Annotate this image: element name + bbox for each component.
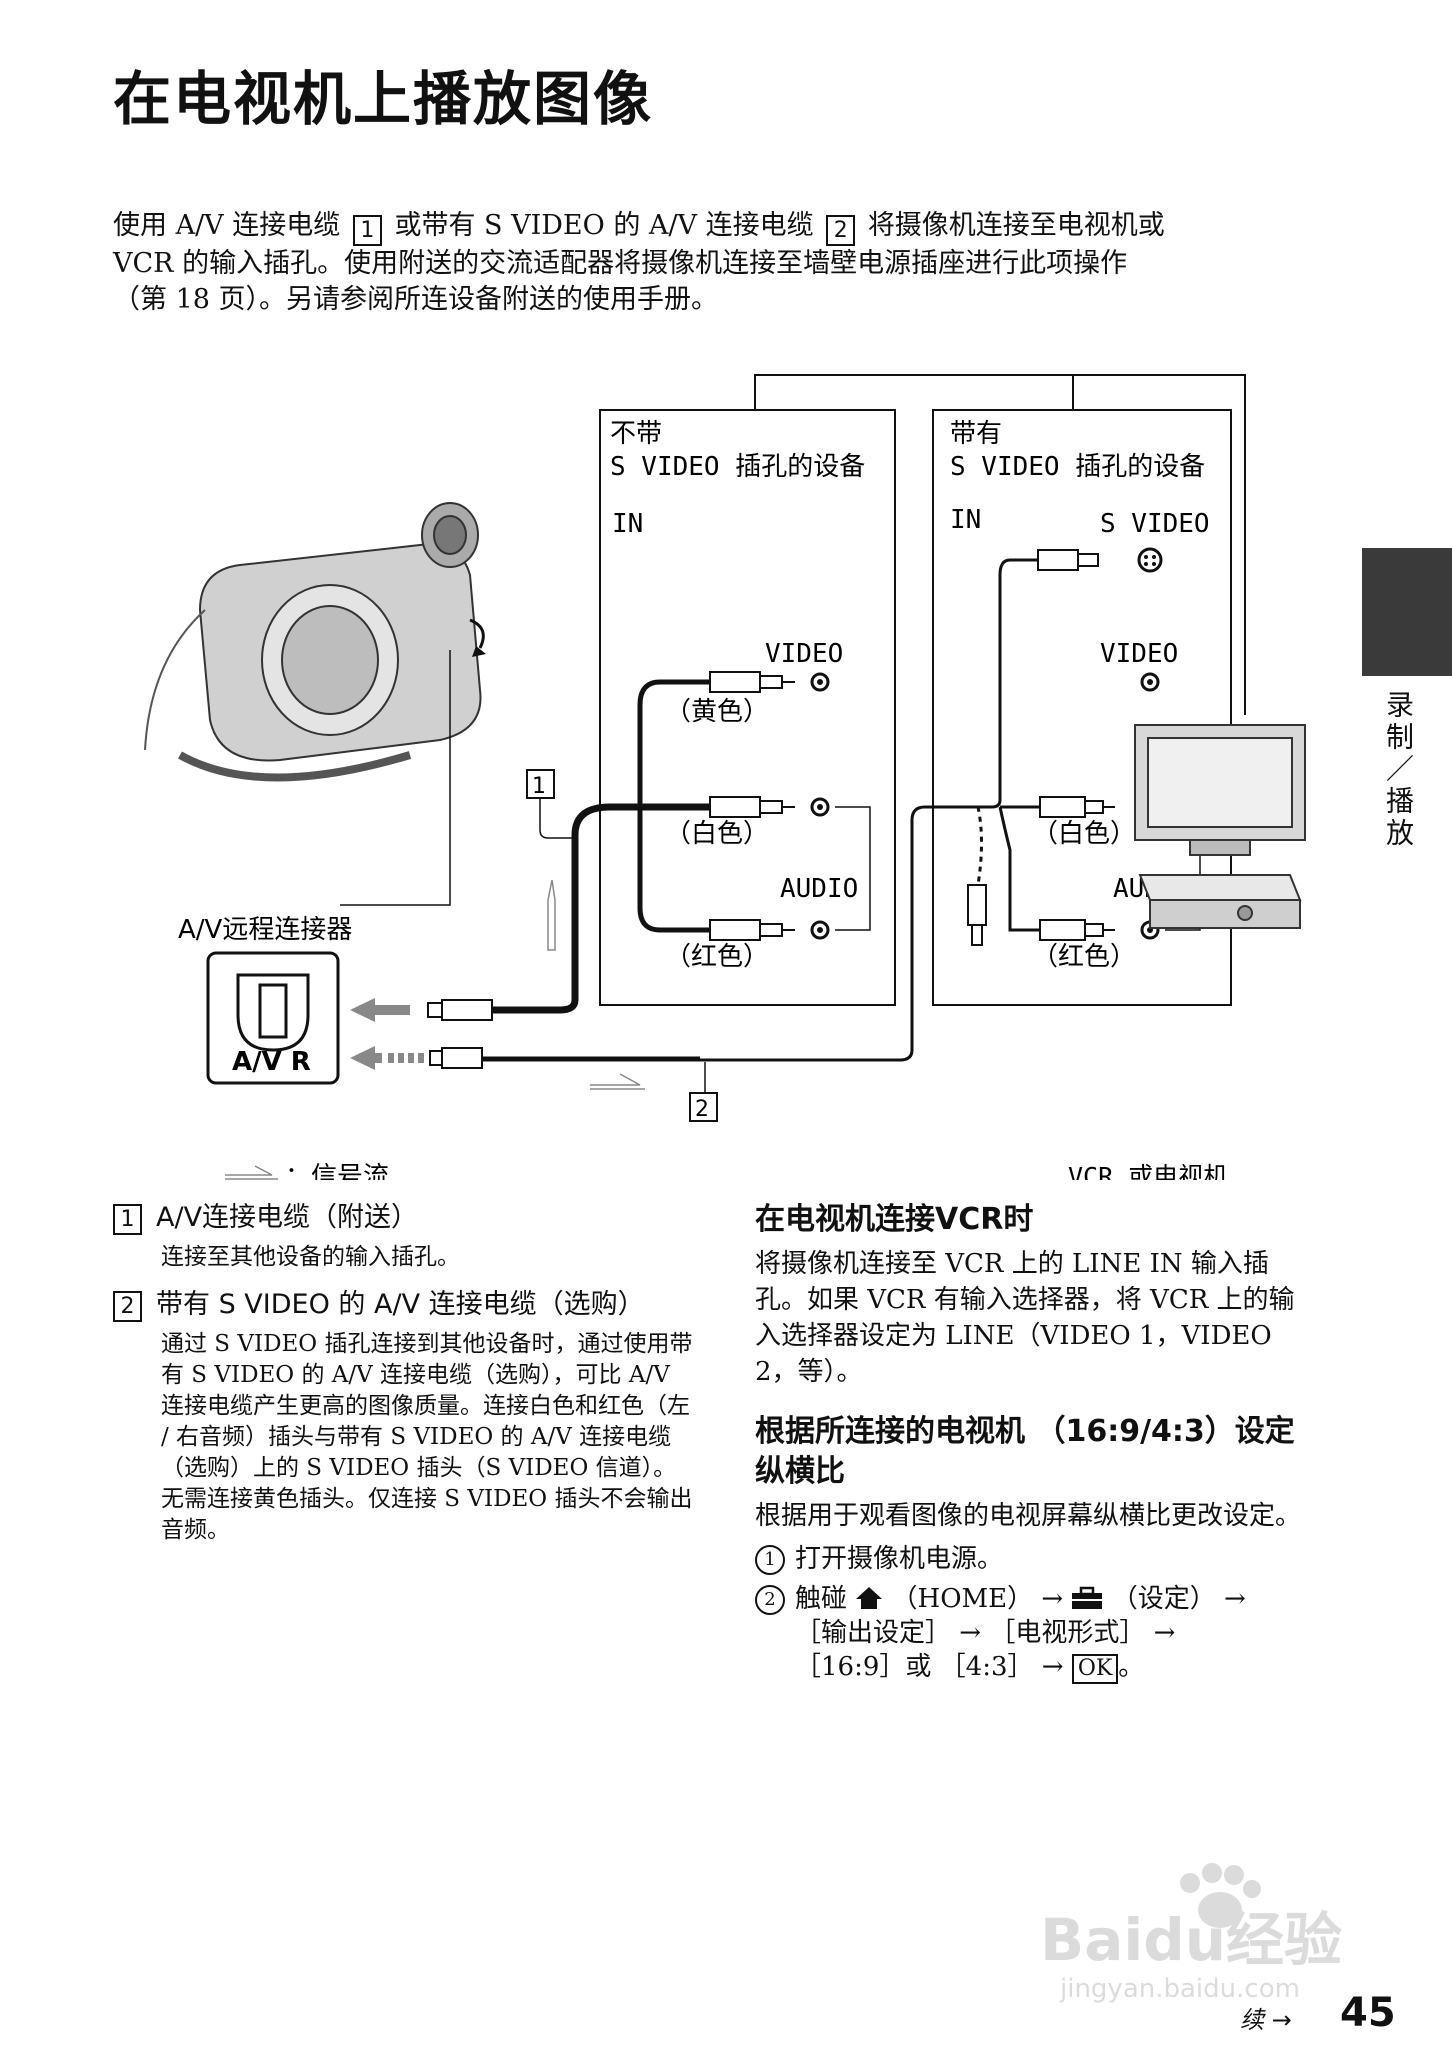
callout-2: 2 [695, 1097, 709, 1122]
step-number: 1 [755, 1545, 785, 1575]
item-2: 2 带有 S VIDEO 的 A/V 连接电缆（选购） 通过 S VIDEO 插… [113, 1287, 693, 1546]
intro-text: VCR 的输入插孔。使用附送的交流适配器将摄像机连接至墙壁电源插座进行此项操作 [113, 248, 1128, 279]
intro-text: 将摄像机连接至电视机或 [867, 210, 1165, 241]
continued-text: 续 [1240, 2006, 1264, 2034]
legend-signal-flow: ：信号流 [285, 1162, 389, 1180]
panel-left-yellow: （黄色） [665, 697, 769, 727]
panel-right-heading1: 带有 [950, 419, 1002, 449]
page-title: 在电视机上播放图像 [113, 65, 654, 133]
item-number: 1 [113, 1204, 142, 1235]
camcorder-illustration [144, 502, 482, 782]
connection-diagram: 不带 S VIDEO 插孔的设备 IN VIDEO AUDIO （黄色） （白色… [144, 374, 1306, 1180]
panel-without-svideo [599, 409, 896, 1006]
page-number: 45 [1340, 1990, 1396, 2036]
step-text: （设定） → [1111, 1584, 1246, 1614]
panel-right-svideo: S VIDEO [1100, 509, 1210, 539]
continued-marker: 续 → [1240, 2000, 1292, 2035]
panel-with-svideo [932, 409, 1232, 1006]
step-text: （HOME） → [891, 1584, 1064, 1614]
jack-audio-white-left [810, 797, 830, 817]
watermark: Baidu经验 jingyan.baidu.com [1040, 1855, 1360, 2005]
panel-left-heading2: S VIDEO 插孔的设备 [610, 452, 865, 482]
callout-1: 1 [532, 774, 546, 799]
tv-illustration [1134, 724, 1306, 856]
jack-video-right [1140, 672, 1160, 692]
plug-white [709, 796, 795, 818]
av-r-connector [206, 951, 340, 1085]
item-title: 带有 S VIDEO 的 A/V 连接电缆（选购） [156, 1289, 645, 1320]
watermark-url: jingyan.baidu.com [1059, 1974, 1300, 2004]
ok-button: OK [1071, 1654, 1119, 1684]
heading-vcr: 在电视机连接VCR时 [755, 1202, 1034, 1237]
plug-red-right [1039, 919, 1115, 941]
intro-paragraph: 使用 A/V 连接电缆 1 或带有 S VIDEO 的 A/V 连接电缆 2 将… [113, 208, 1313, 318]
arrow-right-icon: → [1271, 2006, 1292, 2034]
step-text: 触碰 [795, 1584, 848, 1614]
intro-text: 使用 A/V 连接电缆 [113, 210, 341, 241]
step-text: 打开摄像机电源。 [795, 1544, 1004, 1574]
signal-flow-arrow [225, 1165, 278, 1180]
settings-toolbox-icon [1071, 1584, 1111, 1614]
watermark-brand: Baidu经验 [1040, 1906, 1342, 1974]
right-column: 在电视机连接VCR时 将摄像机连接至 VCR 上的 LINE IN 输入插孔。如… [755, 1200, 1315, 1684]
av-remote-label: A/V远程连接器 [178, 915, 352, 945]
arrow-cable1 [350, 998, 410, 1022]
plug-yellow-unused [967, 884, 987, 946]
home-icon [855, 1584, 891, 1614]
step-text: 。 [1118, 1652, 1145, 1682]
jack-audio-red-left [810, 920, 830, 940]
item-description: 通过 S VIDEO 插孔连接到其他设备时，通过使用带有 S VIDEO 的 A… [161, 1331, 693, 1543]
signal-flow-arrow [590, 1073, 645, 1090]
panel-left-white: （白色） [665, 819, 769, 849]
signal-flow-arrow [547, 879, 556, 951]
step-text: ［输出设定］ → ［电视形式］ → [795, 1618, 1176, 1648]
intro-text: （第 18 页）。另请参阅所连设备附送的使用手册。 [113, 284, 719, 315]
panel-left-audio: AUDIO [780, 874, 858, 904]
arrow-cable2 [350, 1046, 382, 1070]
item-1: 1 A/V连接电缆（附送） 连接至其他设备的输入插孔。 [113, 1200, 693, 1273]
paragraph-vcr: 将摄像机连接至 VCR 上的 LINE IN 输入插孔。如果 VCR 有输入选择… [755, 1249, 1295, 1387]
step-2: 2 触碰 （HOME） → （设定） → ［输出设定］ → ［电视形式］ → ［… [755, 1582, 1315, 1684]
intro-text: 或带有 S VIDEO 的 A/V 连接电缆 [394, 210, 814, 241]
jack-svideo [1137, 547, 1163, 573]
step-number: 2 [755, 1585, 785, 1615]
plug-white-right [1039, 796, 1115, 818]
heading-aspect: 根据所连接的电视机 （16:9/4:3）设定纵横比 [755, 1414, 1295, 1489]
plug-av-1 [427, 999, 493, 1021]
panel-right-video: VIDEO [1100, 639, 1178, 669]
paragraph-aspect: 根据用于观看图像的电视屏幕纵横比更改设定。 [755, 1501, 1302, 1531]
item-title: A/V连接电缆（附送） [156, 1202, 419, 1233]
item-description: 连接至其他设备的输入插孔。 [161, 1244, 460, 1270]
section-label: 录制／播放 [1382, 690, 1415, 850]
vcr-tv-label: VCR 或电视机 [1068, 1162, 1228, 1180]
plug-av-2 [429, 1047, 483, 1069]
step-text: ［16:9］或 ［4:3］ → [795, 1652, 1064, 1682]
section-tab [1362, 548, 1452, 676]
plug-yellow [709, 671, 795, 693]
plug-red [709, 919, 795, 941]
vcr-illustration [1138, 874, 1302, 929]
panel-right-red: （红色） [1032, 942, 1136, 972]
panel-right-white: （白色） [1032, 819, 1136, 849]
av-r-label: A/V R [232, 1047, 311, 1077]
step-1: 1 打开摄像机电源。 [755, 1542, 1315, 1576]
jack-video-left [810, 672, 830, 692]
panel-left-red: （红色） [665, 942, 769, 972]
panel-left-heading1: 不带 [610, 419, 662, 449]
panel-right-in: IN [950, 505, 981, 535]
callout-box-1: 1 [352, 215, 382, 246]
cable-items: 1 A/V连接电缆（附送） 连接至其他设备的输入插孔。 2 带有 S VIDEO… [113, 1200, 693, 1560]
panel-right-heading2: S VIDEO 插孔的设备 [950, 452, 1205, 482]
plug-svideo [1037, 549, 1099, 571]
panel-left-video: VIDEO [765, 639, 843, 669]
panel-left-in: IN [612, 509, 643, 539]
item-number: 2 [113, 1291, 142, 1322]
callout-box-2: 2 [826, 215, 856, 246]
